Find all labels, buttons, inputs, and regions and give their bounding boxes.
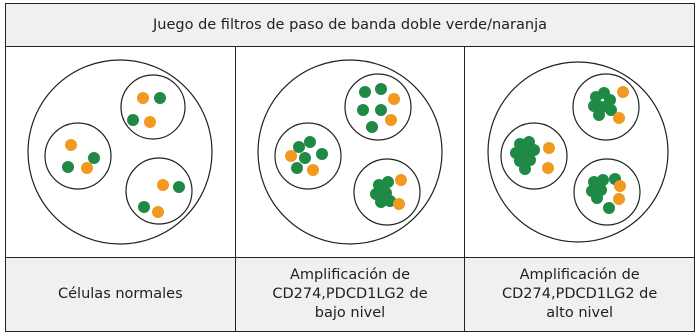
outer-cell-circle	[487, 61, 669, 243]
caption-line: CD274,PDCD1LG2 de	[502, 286, 658, 302]
green-signal-dot	[127, 114, 140, 126]
panel-high-level	[464, 46, 695, 258]
caption-high-level: Amplificación de CD274,PDCD1LG2 de alto …	[464, 257, 695, 332]
green-signal-dot	[290, 162, 303, 174]
green-signal-dot	[596, 174, 609, 186]
green-signal-dot	[356, 104, 369, 116]
orange-signal-dot	[65, 139, 78, 151]
orange-signal-dot	[144, 116, 157, 128]
orange-signal-dot	[392, 198, 405, 210]
green-signal-dot	[173, 181, 186, 193]
caption-line: alto nivel	[546, 305, 614, 321]
outer-cell-circle	[257, 59, 443, 245]
nucleus-top-right	[344, 73, 412, 141]
caption-low-level: Amplificación de CD274,PDCD1LG2 de bajo …	[234, 257, 466, 332]
nucleus-top-right	[572, 73, 640, 141]
green-signal-dot	[518, 163, 531, 175]
nucleus-top-right	[120, 74, 186, 140]
orange-signal-dot	[541, 162, 554, 174]
orange-signal-dot	[306, 164, 319, 176]
green-signal-dot	[374, 104, 387, 116]
orange-signal-dot	[387, 93, 400, 105]
green-signal-dot	[603, 94, 616, 106]
green-signal-dot	[527, 144, 540, 156]
caption-line: Amplificación de	[289, 267, 411, 283]
panel-low-level	[234, 46, 466, 258]
nucleus-bottom-right	[573, 158, 641, 226]
panel-normal	[5, 46, 236, 258]
caption-line: CD274,PDCD1LG2 de	[272, 286, 428, 302]
caption-line: Amplificación de	[519, 267, 640, 283]
green-signal-dot	[592, 109, 605, 121]
orange-signal-dot	[542, 142, 555, 154]
orange-signal-dot	[616, 86, 629, 98]
figure-title: Juego de filtros de paso de banda doble …	[5, 3, 695, 47]
orange-signal-dot	[613, 180, 626, 192]
green-signal-dot	[292, 141, 305, 153]
nucleus-left	[44, 122, 112, 190]
green-signal-dot	[154, 92, 167, 104]
nucleus-left	[274, 122, 342, 190]
nucleus-left	[500, 122, 568, 190]
green-signal-dot	[358, 86, 371, 98]
green-signal-dot	[602, 202, 615, 214]
green-signal-dot	[138, 201, 151, 213]
green-signal-dot	[523, 154, 536, 166]
green-signal-dot	[604, 104, 617, 116]
green-signal-dot	[587, 176, 600, 188]
green-signal-dot	[381, 176, 394, 188]
orange-signal-dot	[612, 112, 625, 124]
green-signal-dot	[62, 161, 75, 173]
nucleus-bottom-right	[353, 158, 421, 226]
orange-signal-dot	[384, 114, 397, 126]
orange-signal-dot	[284, 150, 297, 162]
green-signal-dot	[374, 83, 387, 95]
green-signal-dot	[315, 148, 328, 160]
figure-table: Juego de filtros de paso de banda doble …	[5, 3, 695, 332]
orange-signal-dot	[394, 174, 407, 186]
caption-normal: Células normales	[5, 257, 236, 332]
nucleus-bottom-right	[125, 157, 193, 225]
cell-diagram-low-level	[257, 59, 443, 245]
green-signal-dot	[298, 152, 311, 164]
green-signal-dot	[374, 196, 387, 208]
cell-diagram-high-level	[487, 61, 669, 243]
green-signal-dot	[365, 121, 378, 133]
orange-signal-dot	[157, 179, 170, 191]
caption-line: Células normales	[58, 286, 183, 302]
caption-line: bajo nivel	[314, 305, 386, 321]
orange-signal-dot	[152, 206, 165, 218]
outer-cell-circle	[27, 59, 213, 245]
orange-signal-dot	[81, 162, 94, 174]
cell-diagram-normal	[27, 59, 213, 245]
orange-signal-dot	[137, 92, 150, 104]
green-signal-dot	[303, 136, 316, 148]
green-signal-dot	[88, 152, 101, 164]
orange-signal-dot	[612, 193, 625, 205]
green-signal-dot	[590, 192, 603, 204]
